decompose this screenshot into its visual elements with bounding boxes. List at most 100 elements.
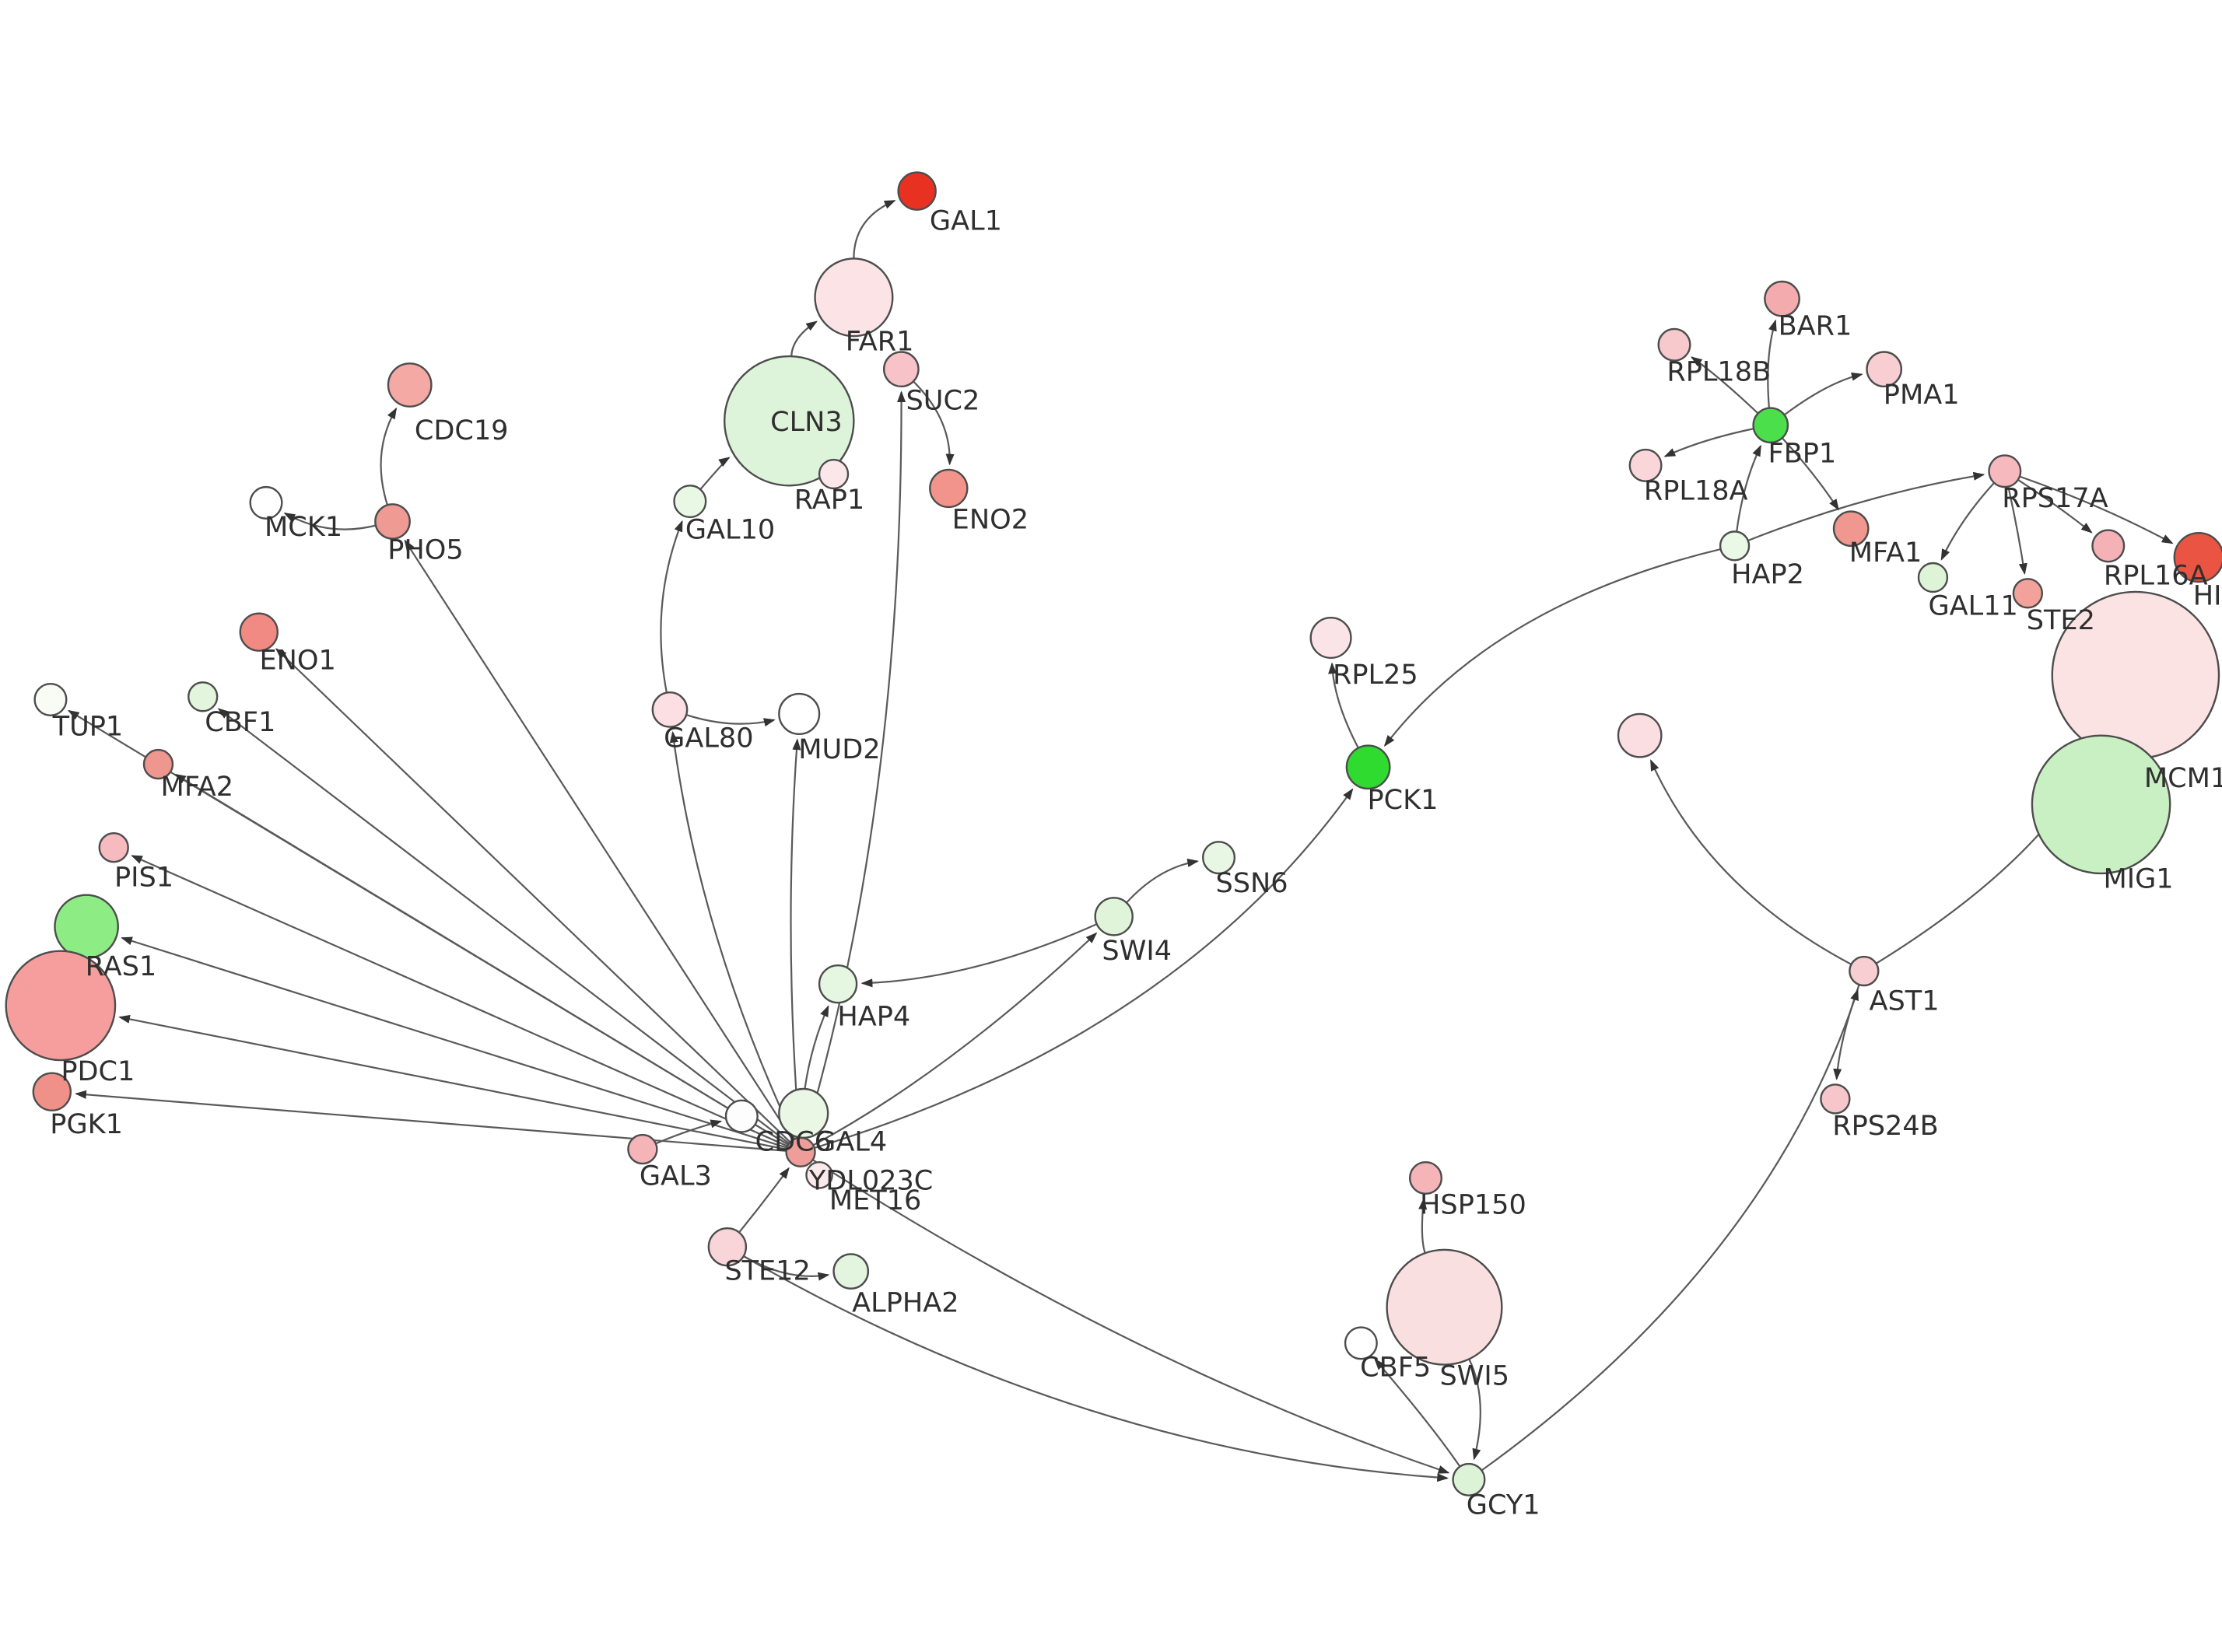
edge-fbp1-mfa1 <box>1781 437 1839 511</box>
graph-node-ssn6[interactable] <box>1202 841 1236 875</box>
graph-node-mud2[interactable] <box>778 692 821 735</box>
graph-node-mfa1[interactable] <box>1832 510 1870 548</box>
graph-node-gal80[interactable] <box>651 691 689 728</box>
edge-pck1-rpl25 <box>1328 662 1359 749</box>
graph-node-gcy1[interactable] <box>1452 1462 1486 1496</box>
graph-node-mck1[interactable] <box>249 485 283 520</box>
graph-node-ydl023c[interactable] <box>724 1099 759 1133</box>
graph-node-rpl16a[interactable] <box>2091 529 2126 563</box>
graph-node-his4[interactable] <box>2173 532 2222 583</box>
graph-node-ste12[interactable] <box>707 1227 748 1267</box>
edge-gcy1-cbf5 <box>1374 1358 1461 1468</box>
graph-node-suc2[interactable] <box>882 351 920 388</box>
graph-node-met16[interactable] <box>805 1160 833 1189</box>
graph-node-mig1[interactable] <box>2031 734 2171 875</box>
edge-swi4-ssn6 <box>1126 858 1200 904</box>
graph-node-rap1[interactable] <box>818 458 850 490</box>
graph-node-tup1[interactable] <box>33 682 68 716</box>
edge-gal4-pdc1 <box>118 1014 787 1150</box>
edge-fbp1-bar1 <box>1767 319 1777 408</box>
graph-node-rpl18a[interactable] <box>1628 448 1663 482</box>
graph-node-swi5[interactable] <box>1386 1248 1503 1366</box>
edge-swi5-gcy1 <box>1468 1358 1481 1461</box>
edge-fbp1-pma1 <box>1783 372 1863 416</box>
graph-node-hap2[interactable] <box>1719 530 1751 562</box>
graph-node-gal3[interactable] <box>627 1133 658 1165</box>
edge-ast1-n2 <box>1649 759 1852 965</box>
graph-node-gal1[interactable] <box>897 171 937 211</box>
edge-gal4-mud2 <box>790 738 801 1138</box>
graph-node-bar1[interactable] <box>1764 280 1800 317</box>
graph-node-ras1[interactable] <box>54 894 119 960</box>
graph-node-unlabeled-n2[interactable] <box>1617 712 1663 758</box>
graph-node-pck1[interactable] <box>1345 744 1391 790</box>
edge-gal4-pis1 <box>131 855 788 1147</box>
edge-rps17a-rpl16a <box>2017 478 2093 534</box>
edge-rps17a-his4 <box>2019 475 2174 544</box>
edge-gal80-mud2 <box>685 713 776 727</box>
edge-fbp1-rpl18a <box>1663 428 1754 457</box>
edge-suc2-eno2 <box>913 380 955 466</box>
graph-node-gal11[interactable] <box>1917 562 1949 593</box>
edge-hap2-rps17a <box>1747 471 1985 542</box>
edge-gal4-pck1 <box>814 788 1354 1149</box>
edge-pho5-mck1 <box>283 512 377 530</box>
graph-node-gal10[interactable] <box>673 485 707 519</box>
graph-node-cbf1[interactable] <box>188 681 219 712</box>
graph-node-hsp150[interactable] <box>1408 1160 1443 1195</box>
graph-node-pma1[interactable] <box>1866 351 1903 388</box>
graph-node-pdc1[interactable] <box>5 950 117 1062</box>
edge-cln3-far1 <box>790 320 818 357</box>
edge-gal4-cbf1 <box>217 708 790 1145</box>
graph-node-pgk1[interactable] <box>32 1072 72 1111</box>
edge-gal4-eno1 <box>275 648 791 1143</box>
graph-node-rpl25[interactable] <box>1309 616 1352 660</box>
edge-gcy1-ast1 <box>1481 989 1859 1472</box>
graph-node-rps24b[interactable] <box>1820 1083 1851 1115</box>
edge-rps17a-gal11 <box>1940 482 1995 561</box>
edge-gal10-cln3 <box>699 457 731 490</box>
graph-node-alpha2[interactable] <box>832 1253 870 1290</box>
graph-node-fbp1[interactable] <box>1752 407 1789 444</box>
graph-node-cdc19[interactable] <box>387 362 433 408</box>
edge-hap2-fbp1 <box>1736 444 1762 532</box>
graph-node-pho5[interactable] <box>374 503 411 540</box>
graph-node-pis1[interactable] <box>98 832 129 863</box>
edge-rps17a-ste2 <box>2007 486 2027 576</box>
graph-node-rps17a[interactable] <box>1988 454 2022 488</box>
edge-gal4-swi4 <box>812 932 1098 1146</box>
graph-node-cln3[interactable] <box>723 355 855 487</box>
graph-node-ast1[interactable] <box>1849 955 1880 987</box>
edge-gal4-mfa2 <box>174 773 789 1146</box>
edge-swi4-hap4 <box>860 923 1098 988</box>
edge-gal4-ras1 <box>121 936 787 1149</box>
graph-node-ste2[interactable] <box>2012 578 2044 609</box>
graph-node-cdc6[interactable] <box>778 1087 829 1139</box>
edge-fbp1-rpl18b <box>1691 356 1759 415</box>
graph-node-eno1[interactable] <box>239 612 279 652</box>
edge-gal80-gal10 <box>660 520 683 693</box>
graph-node-gal4[interactable] <box>785 1136 816 1167</box>
edge-far1-gal1 <box>853 200 896 259</box>
graph-node-mfa2[interactable] <box>142 748 174 780</box>
edge-pho5-cdc19 <box>380 407 398 506</box>
edge-ste12-gal4 <box>738 1167 790 1234</box>
edge-hap2-pck1 <box>1383 548 1721 747</box>
edge-swi5-hsp150 <box>1418 1198 1428 1254</box>
graph-node-far1[interactable] <box>814 257 894 338</box>
edge-ste12-gcy1 <box>743 1255 1449 1482</box>
graph-node-hap4[interactable] <box>818 964 858 1004</box>
edge-gal4-pgk1 <box>75 1090 787 1152</box>
graph-node-mcm1[interactable] <box>2051 590 2220 760</box>
edge-gal3-ydl023c <box>655 1119 723 1145</box>
graph-node-eno2[interactable] <box>929 468 969 509</box>
nodes-layer <box>5 171 2222 1496</box>
edge-gal4-suc2 <box>804 390 906 1139</box>
graph-node-cbf5[interactable] <box>1344 1326 1378 1360</box>
graph-node-swi4[interactable] <box>1094 897 1134 936</box>
graph-node-rpl18b[interactable] <box>1657 327 1691 362</box>
edge-gal4-gcy1 <box>811 1159 1450 1474</box>
edge-gal4-gal80 <box>669 730 796 1139</box>
